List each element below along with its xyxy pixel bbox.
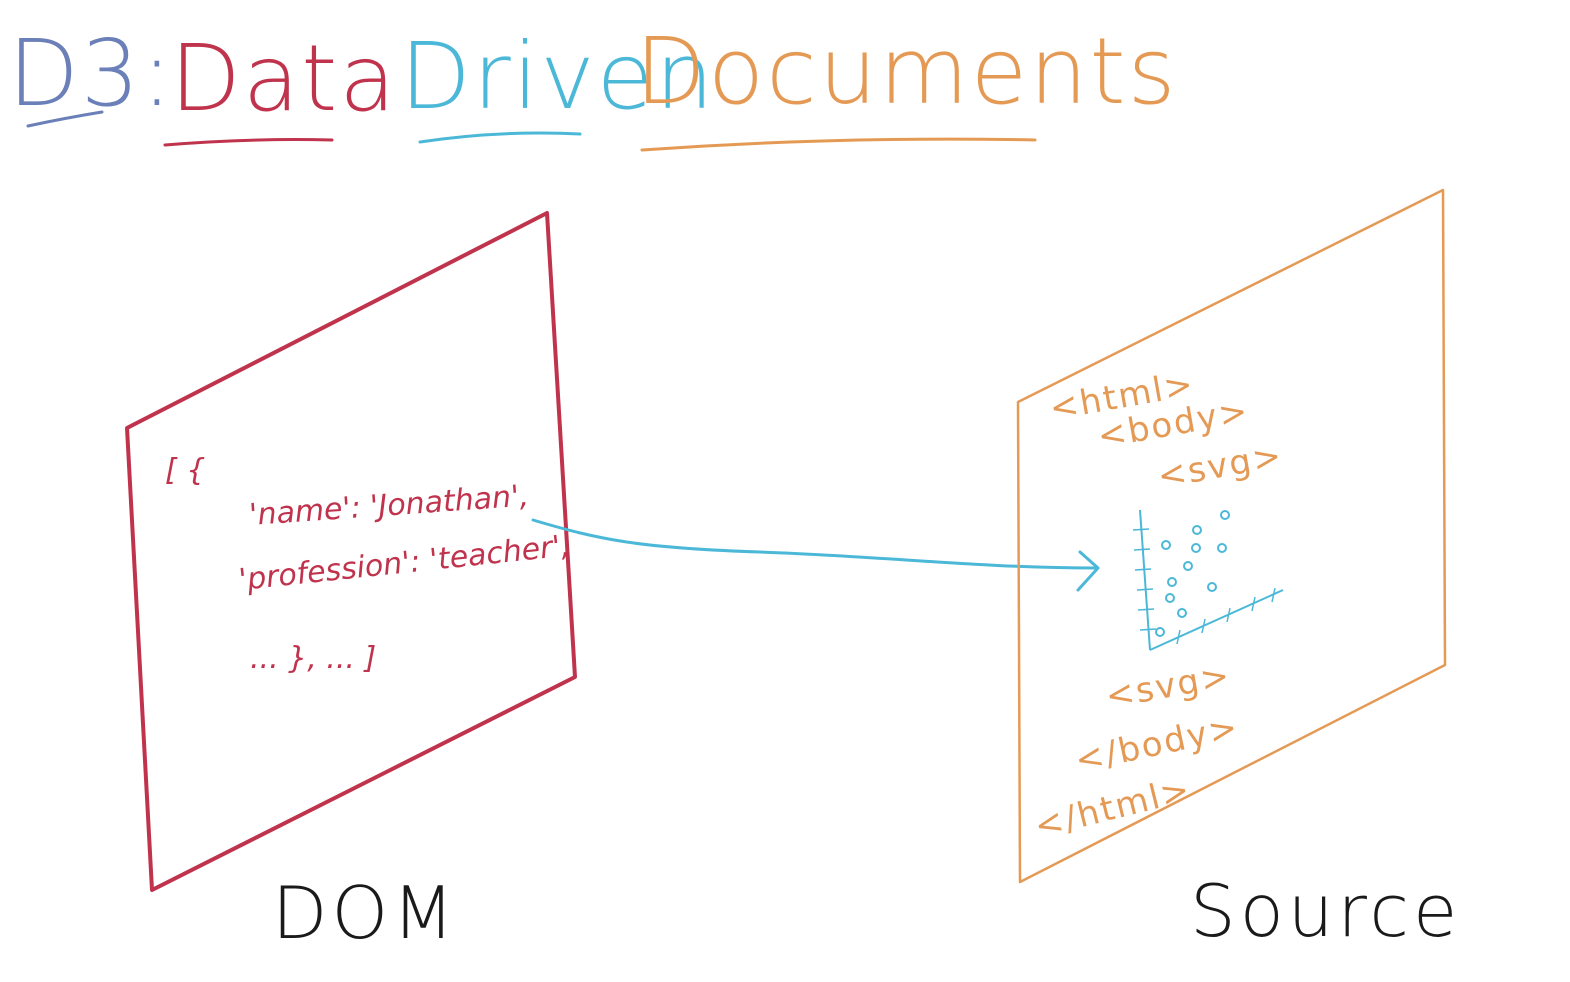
scatter-point (1165, 593, 1175, 603)
source-tag-svg-open: <svg> (1155, 436, 1286, 497)
title-word-data: Data (170, 25, 398, 132)
scatter-point (1220, 510, 1230, 520)
title-word-driven-underline (418, 131, 582, 144)
scatter-points (1155, 510, 1230, 637)
title-word-documents-underline (640, 137, 1037, 152)
dom-json-line-2: 'name': 'Jonathan', (248, 479, 530, 533)
scatter-point (1167, 577, 1177, 587)
scatter-y-axis (1139, 509, 1151, 651)
scatter-point (1217, 543, 1227, 553)
arrow-icon (531, 518, 1100, 592)
scatter-point (1161, 540, 1171, 550)
scatter-x-axis (1149, 589, 1284, 651)
scatter-point (1192, 525, 1202, 535)
dom-json-line-4: ... }, ... ] (250, 641, 376, 676)
source-panel-frame (1016, 188, 1447, 884)
dom-json-line-1: [ { (165, 453, 205, 488)
title-prefix: D3: (8, 20, 174, 127)
title-word-documents: Documents (635, 18, 1178, 125)
title-word-data-underline (163, 138, 334, 147)
source-tag-body-close: </body> (1072, 707, 1243, 781)
scatter-ticks (1132, 528, 1276, 645)
source-caption: Source (1190, 869, 1461, 953)
scatter-point (1183, 561, 1193, 571)
scatter-plot-icon (1132, 509, 1284, 651)
title: D3: Data Driven Documents (8, 18, 1178, 152)
scatter-point (1191, 543, 1201, 553)
title-prefix-underline (26, 110, 104, 128)
dom-panel-frame (125, 211, 577, 892)
title-word-driven: Driven (400, 23, 716, 130)
scatter-point (1207, 582, 1217, 592)
source-panel: <html> <body> <svg> (1016, 188, 1461, 953)
dom-json-line-3: 'profession': 'teacher', (237, 528, 572, 598)
source-tag-svg-close: <svg> (1103, 656, 1234, 717)
scatter-point (1177, 608, 1187, 618)
scatter-point (1155, 627, 1165, 637)
arrow-shaft (531, 518, 1097, 570)
arrow-head (1076, 550, 1100, 592)
dom-caption: DOM (272, 871, 458, 955)
dom-panel: [ { 'name': 'Jonathan', 'profession': 't… (125, 211, 577, 955)
